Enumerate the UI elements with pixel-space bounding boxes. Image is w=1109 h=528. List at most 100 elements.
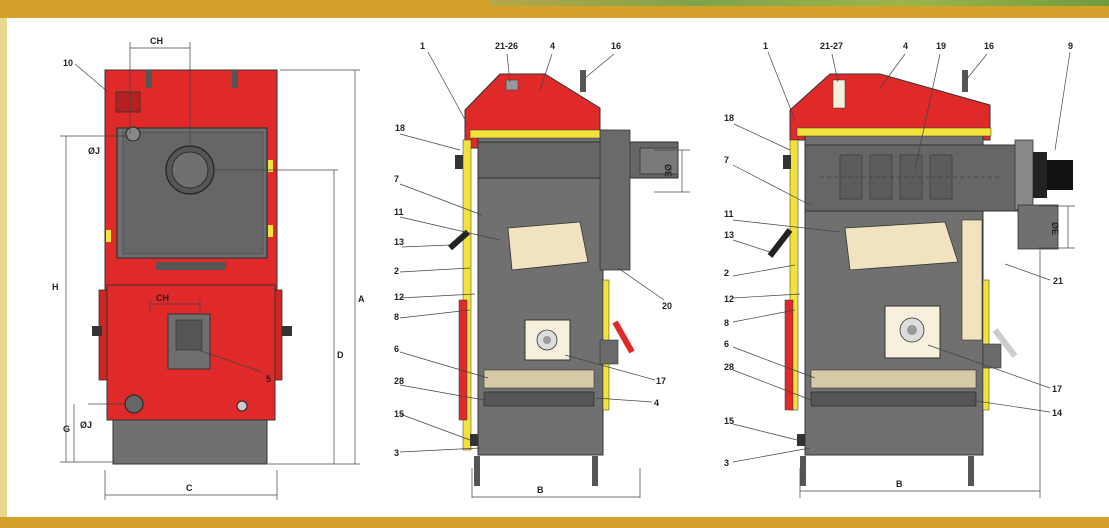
left-section-rear-pipe — [599, 339, 619, 365]
left-label-2: 2 — [394, 266, 399, 276]
right-label-3: 3 — [724, 458, 729, 468]
left-label-4-top: 4 — [550, 41, 555, 51]
right-section-leg-1 — [800, 456, 806, 486]
right-section-rear-pipe — [982, 343, 1002, 369]
right-section-burner-core — [907, 325, 917, 335]
left-section-leader-lines — [399, 51, 690, 498]
right-label-11: 11 — [724, 209, 734, 219]
bottom-decor-bar — [0, 517, 1109, 528]
right-label-9: 9 — [1068, 41, 1073, 51]
left-section-leg-1 — [474, 456, 480, 486]
left-label-8: 8 — [394, 312, 399, 322]
right-label-1: 1 — [763, 41, 768, 51]
left-label-4-bottom: 4 — [654, 398, 659, 408]
right-label-oe: ØE — [1050, 222, 1060, 235]
left-section-top-insulation — [469, 129, 609, 139]
right-label-13: 13 — [724, 230, 734, 240]
right-section-refractory — [844, 221, 959, 271]
right-label-8: 8 — [724, 318, 729, 328]
boiler-drawings: CH 10 ØJ H CH A D 5 G ØJ C — [52, 36, 1075, 500]
front-yellow-tab-1 — [268, 160, 273, 172]
front-label-oj-bottom: ØJ — [80, 420, 92, 430]
right-section-front-insulation — [789, 139, 799, 411]
left-label-6: 6 — [394, 344, 399, 354]
top-fitting — [115, 91, 141, 113]
right-section-fan-housing — [1014, 139, 1034, 211]
grass-strip — [489, 0, 1109, 6]
right-section-leg-2 — [968, 456, 974, 486]
right-label-7: 7 — [724, 155, 729, 165]
right-label-21-27: 21-27 — [820, 41, 843, 51]
left-section-body — [477, 134, 604, 456]
front-label-ch-mid: CH — [156, 293, 169, 303]
flue-inner-circle — [171, 151, 209, 189]
left-label-20: 20 — [662, 301, 672, 311]
left-section-lever — [612, 320, 635, 354]
front-yellow-tab-3 — [106, 230, 111, 242]
left-label-3: 3 — [394, 448, 399, 458]
right-section-window — [884, 305, 941, 359]
right-label-4: 4 — [903, 41, 908, 51]
left-section-lower-knob — [470, 434, 478, 446]
right-label-28: 28 — [724, 362, 734, 372]
top-stud-right — [232, 70, 238, 88]
left-section-flue-outlet — [639, 147, 679, 175]
front-label-oj-top: ØJ — [88, 146, 100, 156]
front-label-c: C — [186, 483, 193, 493]
left-label-18: 18 — [395, 123, 405, 133]
left-section-grate — [483, 391, 595, 407]
outlet-pipe-bottom — [124, 394, 144, 414]
top-stud-left — [146, 70, 152, 88]
left-label-17: 17 — [656, 376, 666, 386]
left-section-stud — [580, 70, 586, 92]
front-label-g: G — [63, 424, 70, 434]
left-section-upper-knob — [455, 155, 463, 169]
diagram-panel: CH 10 ØJ H CH A D 5 G ØJ C — [7, 18, 1109, 517]
front-label-5: 5 — [266, 374, 271, 384]
left-label-b: B — [537, 485, 544, 495]
right-section-fan-flange — [1033, 152, 1047, 198]
left-label-7: 7 — [394, 174, 399, 184]
right-label-15: 15 — [724, 416, 734, 426]
front-label-h: H — [52, 282, 59, 292]
right-label-6: 6 — [724, 339, 729, 349]
right-label-19: 19 — [936, 41, 946, 51]
right-section-front-red — [784, 299, 794, 411]
front-label-d: D — [337, 350, 344, 360]
front-label-10: 10 — [63, 58, 73, 68]
right-label-14: 14 — [1052, 408, 1062, 418]
left-label-15: 15 — [394, 409, 404, 419]
right-label-12: 12 — [724, 294, 734, 304]
inlet-pipe-top — [125, 126, 141, 142]
right-section-leader-lines — [732, 51, 1075, 498]
right-section-fan-motor — [1047, 160, 1073, 190]
top-decor-bar — [0, 0, 1109, 18]
right-section-top-insulation — [796, 127, 992, 137]
left-section-handle — [448, 229, 470, 251]
section-view-right: 1 21-27 4 19 16 9 18 7 ØE 11 13 2 21 12 … — [724, 41, 1075, 498]
front-yellow-tab-2 — [268, 225, 273, 237]
left-section-front-red — [458, 299, 468, 421]
left-section-refractory — [507, 221, 589, 271]
right-section-stud — [962, 70, 968, 92]
left-section-leg-2 — [592, 456, 598, 486]
right-section-turbulators — [820, 154, 1000, 200]
left-section-front-insulation — [462, 139, 472, 451]
right-knob — [282, 326, 292, 336]
left-decor-strip — [0, 18, 7, 517]
right-section-side-refractory — [961, 219, 983, 341]
left-label-13: 13 — [394, 237, 404, 247]
left-section-rear-chamber — [599, 129, 631, 271]
right-label-21: 21 — [1053, 276, 1063, 286]
left-label-28: 28 — [394, 376, 404, 386]
left-knob — [92, 326, 102, 336]
left-section-sensor — [505, 79, 519, 91]
lower-door-window — [175, 319, 203, 351]
left-label-16: 16 — [611, 41, 621, 51]
door-hinge-bar — [156, 262, 226, 270]
right-section-upper-knob — [783, 155, 791, 169]
left-label-11: 11 — [394, 207, 404, 217]
left-label-oe: ØE — [663, 164, 673, 177]
right-label-16: 16 — [984, 41, 994, 51]
left-section-ash-bed — [483, 369, 595, 389]
